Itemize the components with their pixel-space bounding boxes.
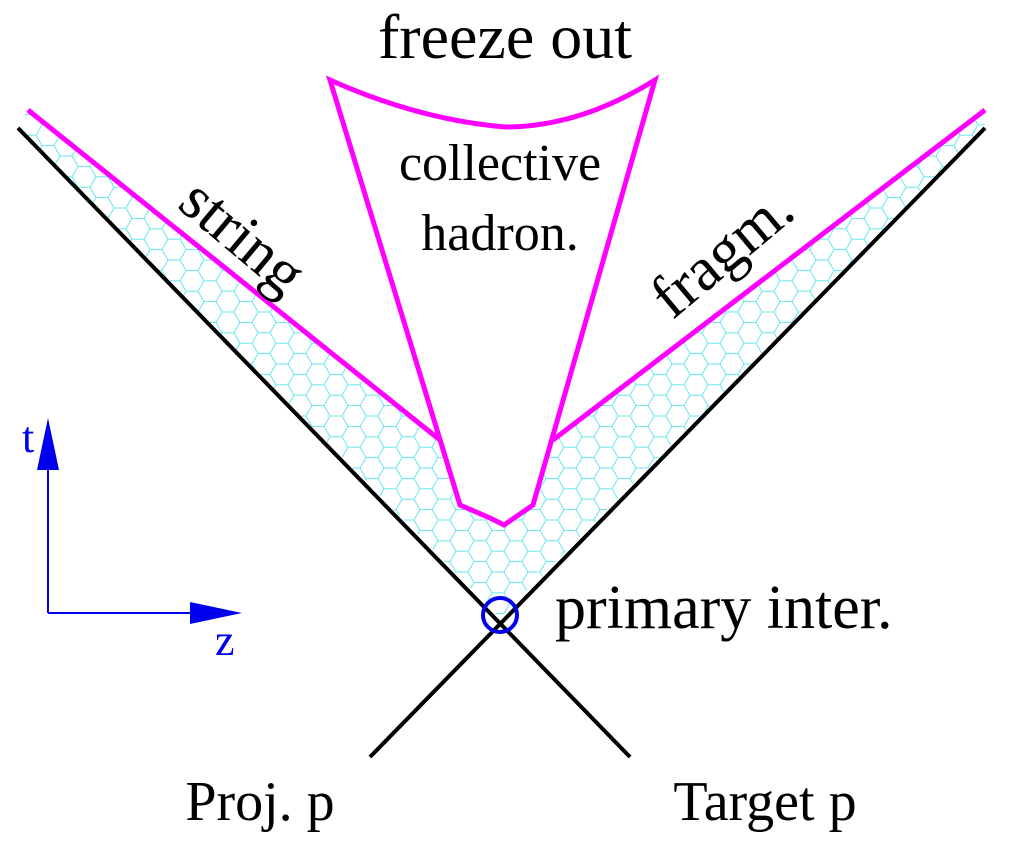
z-axis-label: z	[215, 616, 235, 665]
collective-label: collective	[399, 135, 601, 192]
primary-interaction-marker	[481, 596, 519, 634]
hadron-label: hadron.	[421, 205, 578, 262]
target-label: Target p	[673, 771, 856, 833]
primary-interaction-label: primary inter.	[555, 574, 892, 642]
projectile-worldline	[368, 126, 987, 759]
target-worldline	[16, 126, 632, 759]
axes	[37, 418, 242, 624]
z-axis-arrow-icon	[190, 602, 242, 624]
t-axis-arrow-icon	[37, 418, 59, 470]
string-fragmentation-boundary-left	[26, 108, 442, 442]
freeze-out-label: freeze out	[378, 1, 632, 72]
t-axis-label: t	[22, 413, 34, 462]
string-fragmentation-boundary-right	[551, 108, 987, 442]
projectile-label: Proj. p	[185, 771, 334, 833]
collective-hadronization-boundary	[326, 74, 660, 528]
